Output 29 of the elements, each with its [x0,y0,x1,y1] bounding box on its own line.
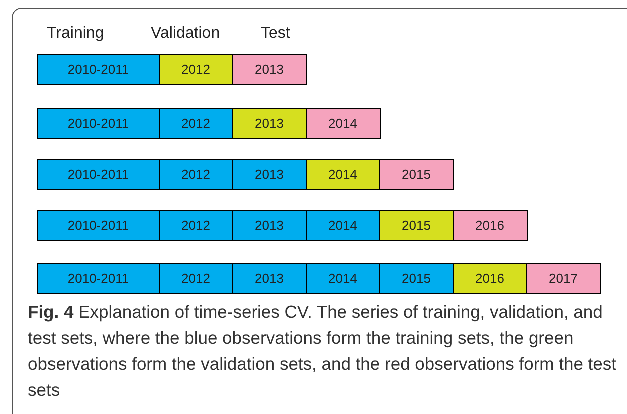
year-cell: 2013 [232,263,307,294]
year-cell: 2016 [452,210,528,241]
year-cell: 2010-2011 [37,108,160,139]
year-cell: 2010-2011 [37,210,160,241]
year-cell: 2012 [158,210,234,241]
year-cell: 2017 [526,263,601,294]
figure-caption: Fig. 4 Explanation of time-series CV. The series of training, validation, and test sets, where the blue observations form the training sets, the green observations form the validation sets, and the red observations form the test sets [28,301,618,402]
column-heading: Test [261,24,290,44]
year-cell: 2014 [306,159,380,190]
year-cell: 2013 [232,159,307,190]
year-cell: 2010-2011 [37,263,160,294]
column-heading: Training [47,24,104,44]
year-cell: 2012 [158,263,234,294]
year-cell: 2015 [379,210,454,241]
year-cell: 2016 [452,263,528,294]
year-cell: 2012 [158,159,234,190]
year-cell: 2012 [158,54,234,85]
year-cell: 2010-2011 [37,159,160,190]
column-heading: Validation [151,24,220,44]
year-cell: 2015 [379,263,454,294]
year-cell: 2013 [232,54,307,85]
year-cell: 2010-2011 [37,54,160,85]
year-cell: 2014 [306,210,380,241]
year-cell: 2013 [232,210,307,241]
year-cell: 2014 [306,108,380,139]
year-cell: 2015 [379,159,454,190]
year-cell: 2013 [232,108,307,139]
year-cell: 2014 [306,263,380,294]
year-cell: 2012 [158,108,234,139]
